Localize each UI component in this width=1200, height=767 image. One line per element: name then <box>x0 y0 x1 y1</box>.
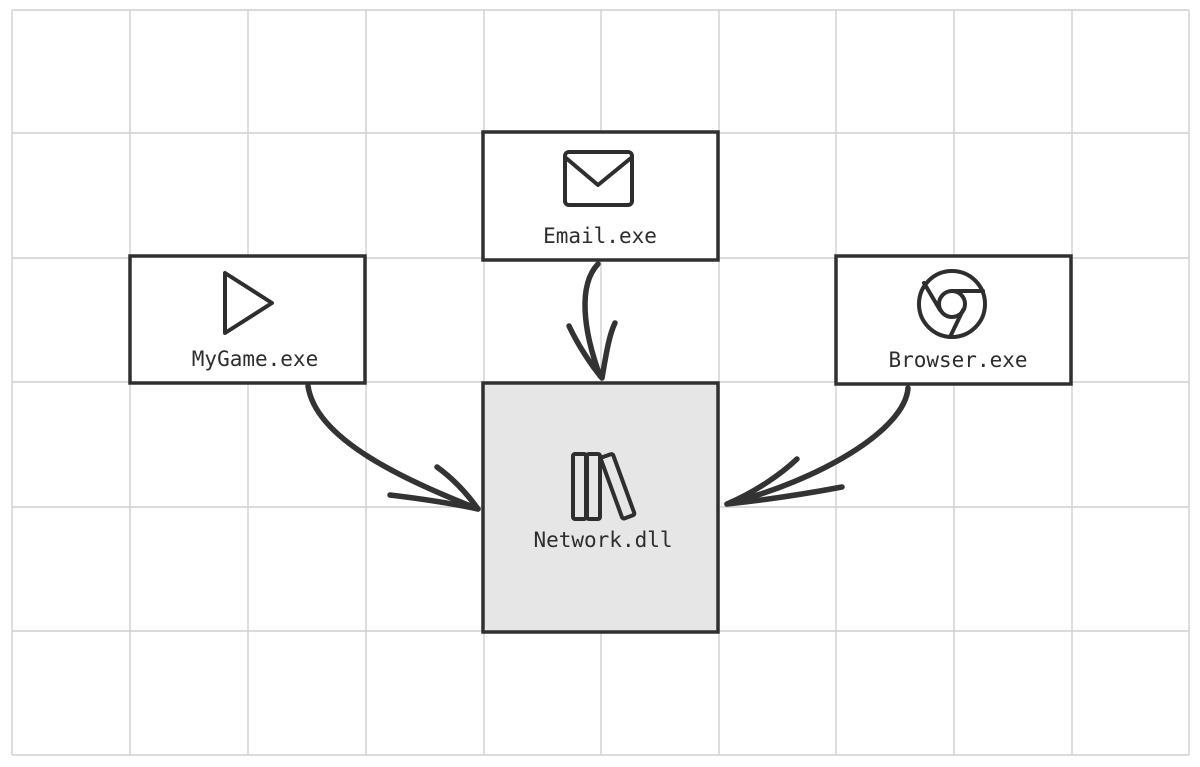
node-network-label: Network.dll <box>533 528 672 552</box>
chrome-icon <box>917 269 987 339</box>
edge-browser-to-network <box>724 385 911 507</box>
node-browser[interactable]: Browser.exe <box>834 254 1073 386</box>
node-network[interactable]: Network.dll <box>481 381 720 634</box>
play-icon <box>223 271 274 335</box>
node-mygame-label: MyGame.exe <box>192 347 318 371</box>
node-email-label: Email.exe <box>543 224 657 248</box>
node-browser-label: Browser.exe <box>888 348 1027 372</box>
node-mygame[interactable]: MyGame.exe <box>128 254 367 385</box>
envelope-icon <box>563 150 634 207</box>
books-icon <box>571 452 637 521</box>
node-email[interactable]: Email.exe <box>481 130 720 262</box>
edge-email-to-network <box>566 261 618 381</box>
edge-mygame-to-network <box>305 383 481 512</box>
